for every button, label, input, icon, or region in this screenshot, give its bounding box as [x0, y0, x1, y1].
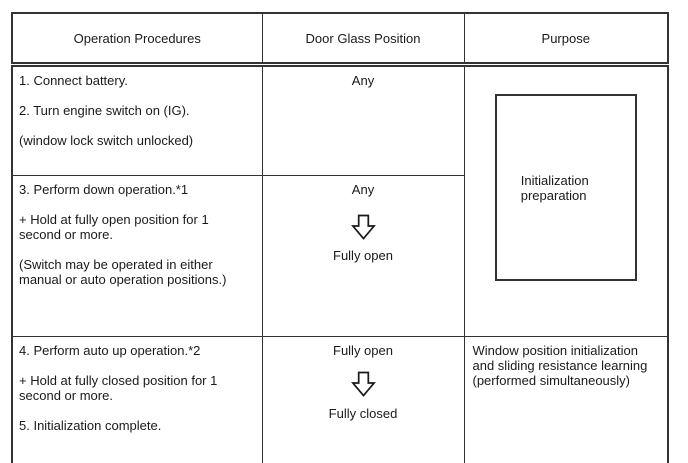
procedure-line: 4. Perform auto up operation.*2: [19, 343, 201, 358]
step3-procedures-cell: 4. Perform auto up operation.*2 + Hold a…: [11, 336, 263, 463]
procedure-line: 2. Turn engine switch on (IG).: [19, 103, 190, 118]
step2-procedures-cell: 3. Perform down operation.*1 + Hold at f…: [11, 175, 263, 337]
glass-position-from: Any: [351, 182, 375, 197]
table-row-step2: 3. Perform down operation.*1 + Hold at f…: [11, 175, 668, 337]
header-purpose: Purpose: [463, 12, 669, 67]
table-row-step1: 1. Connect battery. 2. Turn engine switc…: [11, 64, 669, 337]
glass-position-from: Fully open: [333, 343, 393, 358]
initialization-procedure-table: Operation Procedures Door Glass Position…: [11, 12, 669, 463]
down-arrow-icon: [350, 214, 376, 240]
glass-position-value: Any: [351, 73, 375, 88]
procedure-line: + Hold at fully open position for 1 seco…: [19, 212, 209, 242]
header-door-glass-position: Door Glass Position: [261, 12, 465, 67]
glass-position-to: Fully closed: [328, 406, 398, 421]
header-operation-procedures: Operation Procedures: [11, 12, 263, 67]
down-arrow-icon: [350, 371, 376, 397]
step1-procedures-cell: 1. Connect battery. 2. Turn engine switc…: [11, 64, 263, 176]
step3-glass-position-cell: Fully open Fully closed: [261, 336, 465, 463]
purpose-box-label: Initialization preparation: [520, 172, 589, 203]
procedure-line: (window lock switch unlocked): [19, 133, 194, 148]
step1-glass-position-cell: Any: [261, 64, 465, 176]
purpose-learning-cell: Window position initialization and slidi…: [463, 336, 669, 463]
procedure-line: 1. Connect battery.: [19, 73, 128, 88]
glass-position-to: Fully open: [333, 248, 393, 263]
initialization-preparation-box: Initialization preparation: [494, 94, 637, 281]
procedure-line: 5. Initialization complete.: [19, 418, 162, 433]
procedure-line: + Hold at fully closed position for 1 se…: [19, 373, 218, 403]
procedure-line: 3. Perform down operation.*1: [19, 182, 189, 197]
purpose-preparation-cell: Initialization preparation: [463, 64, 669, 337]
header-row: Operation Procedures Door Glass Position…: [11, 12, 669, 67]
table-row-step3: 4. Perform auto up operation.*2 + Hold a…: [11, 336, 669, 463]
procedure-line: (Switch may be operated in either manual…: [19, 257, 227, 287]
step2-glass-position-cell: Any Fully open: [261, 175, 465, 337]
